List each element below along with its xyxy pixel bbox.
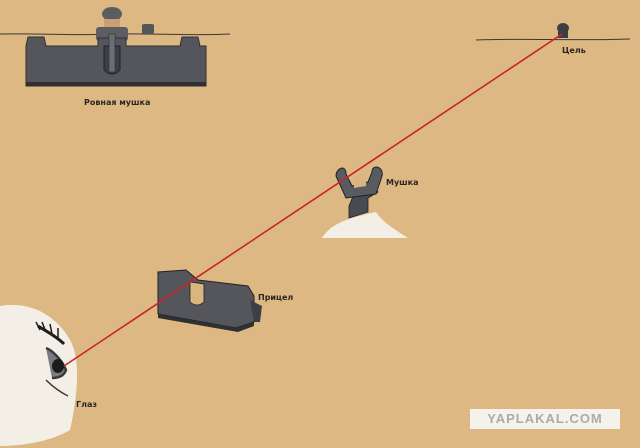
watermark: YAPLAKAL.COM	[470, 409, 620, 429]
label-rear-sight: Прицел	[258, 293, 294, 302]
label-eye: Глаз	[76, 400, 98, 409]
ground-line-target	[475, 38, 631, 41]
level-sight-block	[25, 24, 207, 87]
rear-sight	[157, 269, 262, 332]
sight-line	[63, 33, 563, 367]
front-sight	[322, 166, 408, 238]
label-level-sight: Ровная мушка	[84, 98, 151, 107]
label-target: Цель	[562, 46, 586, 55]
eye-illustration	[0, 304, 78, 446]
label-front-sight: Мушка	[386, 178, 419, 187]
target-figure	[557, 23, 569, 38]
